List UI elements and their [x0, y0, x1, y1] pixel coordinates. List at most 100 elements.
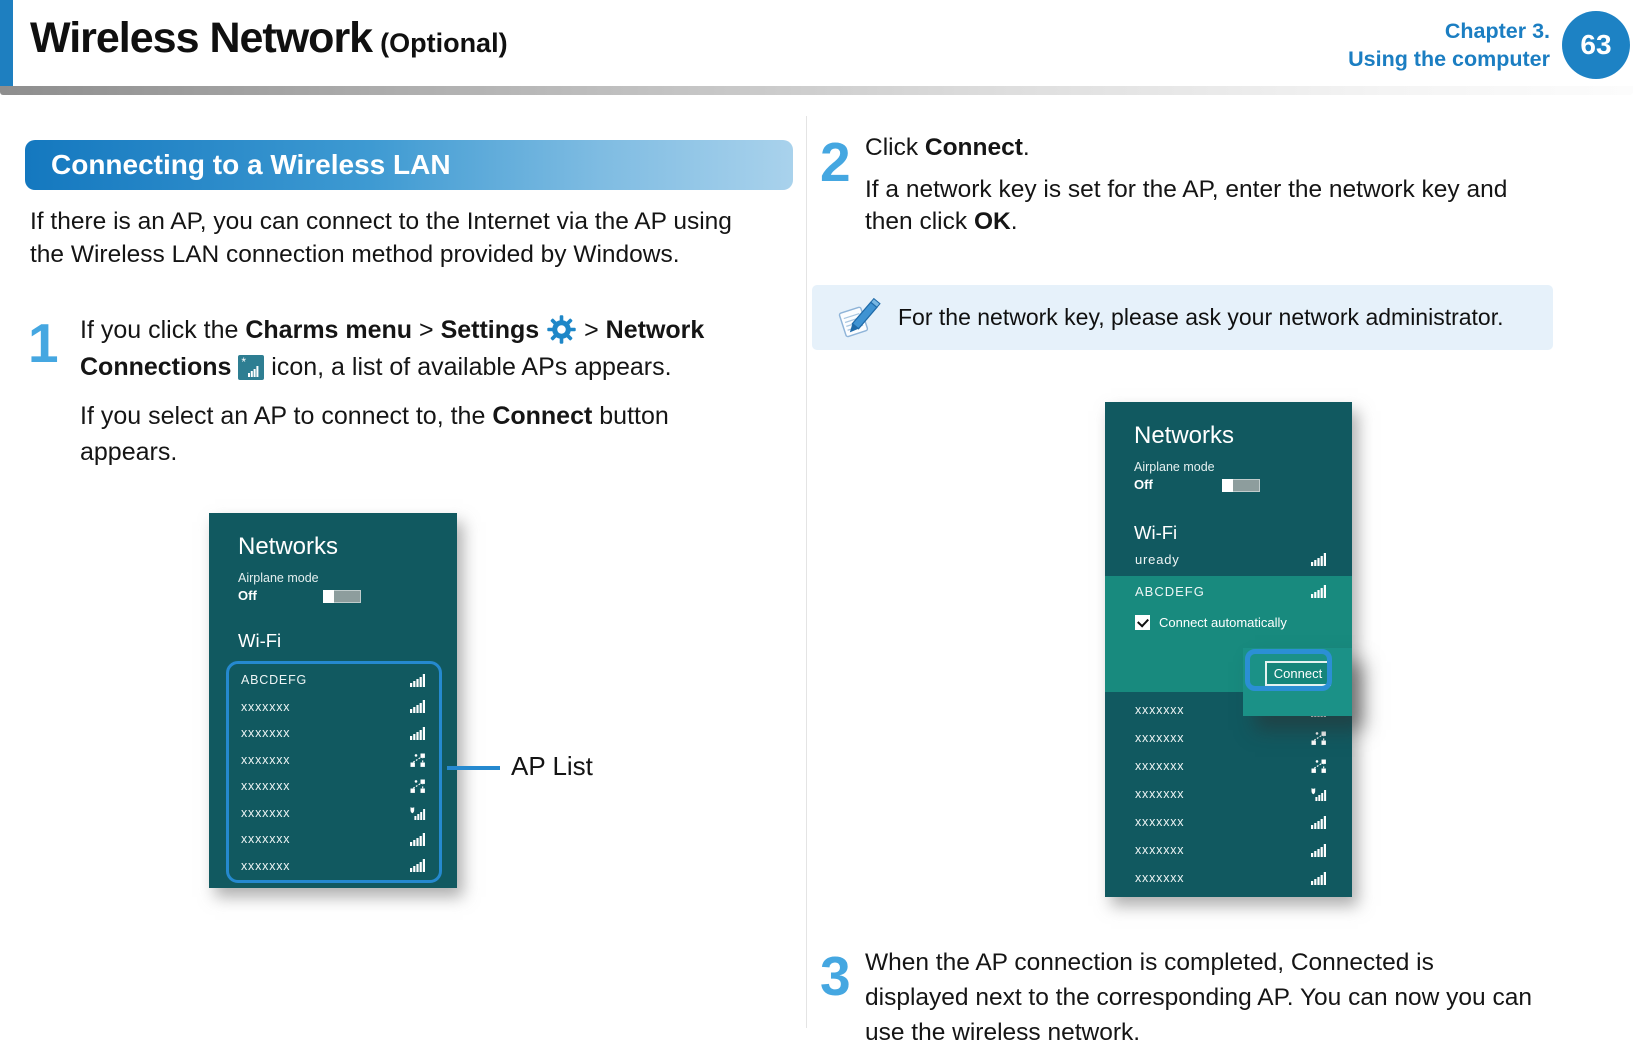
- ap-row[interactable]: xxxxxxx: [1105, 864, 1352, 892]
- ap-row[interactable]: xxxxxxx: [229, 747, 439, 774]
- airplane-mode-label: Airplane mode: [1134, 460, 1215, 474]
- text-line: use the wireless network.: [865, 1019, 1141, 1044]
- chapter-line2: Using the computer: [1348, 47, 1550, 72]
- ok-label: OK: [973, 208, 1011, 235]
- wifi-section-label: Wi-Fi: [238, 630, 282, 651]
- callout-line: [447, 766, 500, 770]
- ap-name: xxxxxxx: [1135, 759, 1185, 773]
- section-intro: If there is an AP, you can connect to th…: [30, 206, 732, 271]
- networks-title: Networks: [238, 533, 339, 560]
- text: .: [1022, 134, 1030, 161]
- intro-line: If there is an AP, you can connect to th…: [30, 208, 732, 235]
- page-title: Wireless Network(Optional): [30, 14, 508, 63]
- ap-row[interactable]: xxxxxxx: [229, 694, 439, 721]
- airplane-mode-toggle[interactable]: [323, 590, 361, 603]
- signal-bars-icon: [410, 700, 426, 714]
- step-1-text: If you click the Charms menu > Settings …: [80, 312, 768, 470]
- signal-bars-icon: [1311, 585, 1327, 598]
- ap-name: xxxxxxx: [1135, 843, 1185, 857]
- step-2-text: Click Connect. If a network key is set f…: [865, 131, 1580, 238]
- page-number-badge: 63: [1562, 11, 1630, 79]
- step-2-paragraph2: If a network key is set for the AP, ente…: [865, 174, 1580, 238]
- ap-name: uready: [1135, 552, 1180, 567]
- ap-row[interactable]: xxxxxxx: [229, 773, 439, 800]
- ap-name: xxxxxxx: [1135, 703, 1185, 717]
- adhoc-icon: [1311, 731, 1327, 745]
- wifi-section-label: Wi-Fi: [1134, 522, 1178, 543]
- ap-row-selected[interactable]: ABCDEFG: [1135, 584, 1327, 599]
- signal-bars-icon: [410, 673, 426, 687]
- ap-name: xxxxxxx: [241, 699, 291, 714]
- step-3-text: When the AP connection is completed, Con…: [865, 945, 1600, 1044]
- network-connections-label: Connections: [80, 353, 239, 381]
- connect-popup: Connect: [1243, 648, 1352, 716]
- text: >: [577, 316, 606, 344]
- networks-title: Networks: [1134, 422, 1235, 449]
- ap-name: xxxxxxx: [1135, 731, 1185, 745]
- step-1-line1: If you click the Charms menu > Settings …: [80, 312, 768, 349]
- ap-name: xxxxxxx: [241, 779, 291, 794]
- ap-name: ABCDEFG: [1135, 584, 1205, 599]
- step-1: 1 If you click the Charms menu > Setting…: [28, 312, 768, 470]
- airplane-mode-toggle[interactable]: [1222, 479, 1260, 492]
- ap-name: xxxxxxx: [241, 726, 291, 741]
- signal-bars-icon: [410, 726, 426, 740]
- ap-name: xxxxxxx: [241, 805, 291, 820]
- step-2-line1: Click Connect.: [865, 131, 1580, 165]
- signal-bars-icon: [1311, 871, 1327, 885]
- network-connections-icon: *: [238, 355, 265, 380]
- step-1-number: 1: [28, 312, 59, 374]
- chapter-line1: Chapter 3.: [1444, 19, 1550, 43]
- text-line: then click OK.: [865, 206, 1580, 238]
- text: then click: [865, 208, 974, 235]
- step-2: 2 Click Connect. If a network key is set…: [820, 131, 1580, 238]
- connect-button[interactable]: Connect: [1265, 661, 1331, 686]
- ap-row[interactable]: xxxxxxx: [229, 720, 439, 747]
- networks-panel-screenshot-1: Networks Airplane mode Off Wi-Fi ABCDEFG…: [209, 513, 457, 888]
- connect-label: Connect: [492, 402, 593, 430]
- ap-row[interactable]: xxxxxxx: [1105, 808, 1352, 836]
- charms-menu-label: Charms menu: [245, 316, 413, 344]
- adhoc-icon: [1311, 759, 1327, 773]
- text: Click: [865, 134, 925, 161]
- note-box: For the network key, please ask your net…: [812, 285, 1553, 350]
- step-1-line2: Connections * icon, a list of available …: [80, 349, 768, 386]
- ap-name: xxxxxxx: [241, 858, 291, 873]
- ap-name: xxxxxxx: [1135, 815, 1185, 829]
- intro-line: the Wireless LAN connection method provi…: [30, 240, 680, 268]
- chapter-heading: Chapter 3. Using the computer: [1160, 17, 1550, 74]
- ap-row[interactable]: xxxxxxx: [1105, 724, 1352, 752]
- ap-name: xxxxxxx: [1135, 787, 1185, 801]
- ap-row[interactable]: xxxxxxx: [1105, 780, 1352, 808]
- signal-bars-icon: [1311, 815, 1327, 829]
- step-3: 3 When the AP connection is completed, C…: [820, 945, 1600, 1044]
- network-connections-label: Network: [605, 316, 705, 344]
- ap-row[interactable]: xxxxxxx: [229, 826, 439, 853]
- text-line: displayed next to the corresponding AP. …: [865, 984, 1532, 1011]
- signal-bars-icon: [410, 832, 426, 846]
- step-2-number: 2: [820, 131, 851, 193]
- note-text: For the network key, please ask your net…: [898, 304, 1504, 330]
- ap-row[interactable]: xxxxxxx: [229, 853, 439, 880]
- adhoc-icon: [410, 753, 426, 767]
- gear-icon: [546, 315, 577, 344]
- ap-row[interactable]: xxxxxxx: [229, 800, 439, 827]
- text: button appears.: [80, 402, 669, 466]
- connect-automatically-checkbox[interactable]: [1135, 615, 1150, 630]
- airplane-mode-label: Airplane mode: [238, 571, 319, 585]
- signal-bars-icon: [1311, 553, 1327, 566]
- airplane-mode-state: Off: [1134, 477, 1153, 492]
- ap-row[interactable]: uready: [1135, 552, 1327, 567]
- ap-list-label: AP List: [511, 751, 593, 781]
- airplane-mode-state: Off: [238, 588, 257, 603]
- ap-row[interactable]: ABCDEFG: [229, 667, 439, 694]
- page-title-suffix: (Optional): [380, 28, 508, 58]
- connect-callout-ring: [1245, 649, 1332, 691]
- text: .: [1010, 208, 1018, 235]
- adhoc-icon: [410, 779, 426, 794]
- networks-panel-screenshot-2: Networks Airplane mode Off Wi-Fi uready …: [1105, 402, 1352, 897]
- step-1-paragraph2: If you select an AP to connect to, the C…: [80, 398, 752, 470]
- ap-row[interactable]: xxxxxxx: [1105, 752, 1352, 780]
- ap-row[interactable]: xxxxxxx: [1105, 836, 1352, 864]
- ap-name: xxxxxxx: [241, 832, 291, 847]
